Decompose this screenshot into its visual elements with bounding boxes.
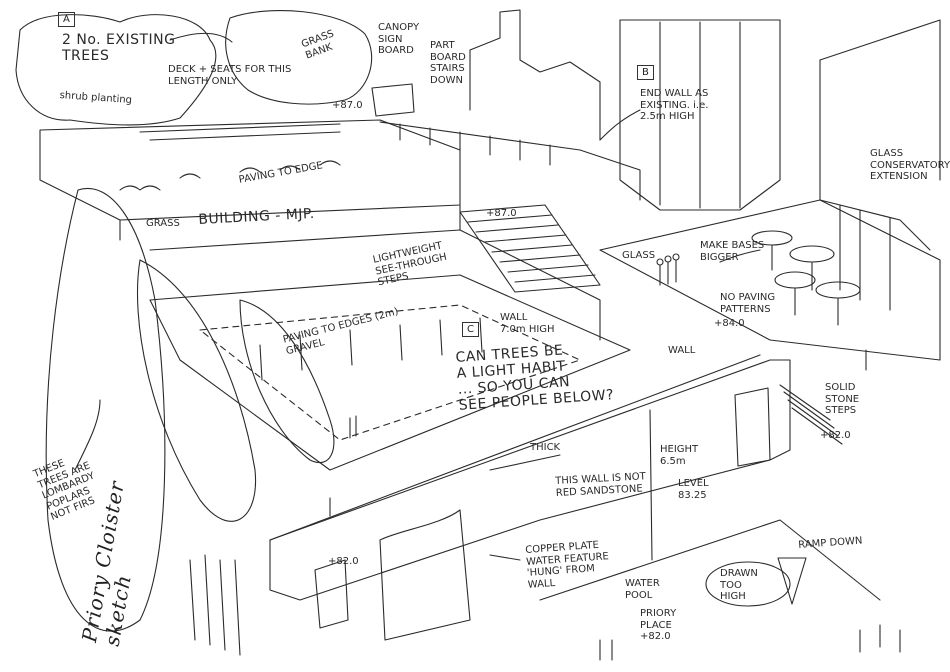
note-wall: WALL (668, 345, 696, 356)
canopy-sign (372, 84, 414, 116)
note-level-87-top: +87.0 (332, 100, 363, 111)
walkway-railing-posts (400, 124, 550, 165)
note-height-65: HEIGHT 6.5m (660, 444, 699, 467)
poplar-tree-3 (240, 300, 334, 463)
note-no-paving: NO PAVING PATTERNS (720, 292, 776, 315)
drawn-too-high-circle (706, 562, 790, 606)
front-wall-top (270, 355, 760, 540)
upper-terrace-front (120, 205, 460, 240)
note-existing-trees: 2 No. EXISTING TREES (62, 32, 176, 65)
person-head-3 (673, 254, 679, 260)
pool-edge (540, 520, 880, 600)
right-plaza (600, 200, 940, 360)
note-solid-steps: SOLID STONE STEPS (825, 382, 860, 416)
leader-copper (490, 555, 520, 560)
note-canopy-sign: CANOPY SIGN BOARD (378, 22, 420, 56)
courtyard-tree-trunks (260, 318, 482, 380)
note-end-wall: END WALL AS EXISTING. i.e. 2.5m HIGH (640, 88, 709, 122)
note-priory-place: PRIORY PLACE +82.0 (640, 608, 677, 642)
courtyard-floor (150, 275, 630, 470)
ramp-down-arrow (778, 558, 806, 604)
left-hatched-wall (190, 555, 240, 655)
umbrella-2 (790, 246, 834, 262)
step-treads (468, 215, 595, 282)
upper-walkway-rail (380, 122, 640, 200)
note-wall-7: WALL 7.0m HIGH (500, 312, 555, 335)
note-copper-plate: COPPER PLATE WATER FEATURE 'HUNG' FROM W… (525, 539, 610, 591)
doorway (735, 388, 770, 466)
umbrella-poles (772, 245, 838, 325)
note-glass: GLASS (622, 250, 656, 261)
existing-tree-canopy-right (226, 11, 372, 105)
leader-make-bases (720, 250, 760, 262)
note-thick: THICK (530, 442, 561, 453)
umbrella-3 (775, 272, 815, 288)
conservatory-frame (820, 200, 930, 310)
note-glass-conservatory: GLASS CONSERVATORY EXTENSION (870, 148, 950, 182)
tag-b: B (637, 65, 654, 80)
note-level-84: +84.0 (714, 318, 745, 329)
note-can-trees: CAN TREES BE A LIGHT HABIT ... SO YOU CA… (455, 342, 615, 415)
tag-c: C (462, 322, 479, 337)
tower-right (620, 20, 780, 210)
planting-clumps (120, 161, 340, 190)
tag-a: A (58, 12, 75, 27)
height-dimension (650, 410, 652, 560)
note-grass: GRASS (146, 218, 180, 229)
see-through-steps (460, 205, 600, 292)
note-water-pool: WATER POOL (625, 578, 660, 601)
note-level-82-window: +82.0 (328, 556, 359, 567)
note-level-82-right: +82.0 (820, 430, 851, 441)
note-deck-seats: DECK + SEATS FOR THIS LENGTH ONLY (168, 64, 292, 87)
note-make-bases: MAKE BASES BIGGER (700, 240, 765, 263)
poplar-tree-1 (46, 188, 165, 631)
person-head-1 (657, 259, 663, 265)
courtyard-edge-dashed (200, 305, 580, 440)
thick-dimension (490, 455, 560, 470)
solid-steps (780, 385, 842, 444)
background-building-right (820, 20, 940, 200)
upper-terrace-outline (40, 120, 460, 220)
leader-existing-trees (170, 33, 232, 42)
deck-seats-row (140, 124, 340, 140)
background-building-gables (470, 10, 600, 140)
note-level-87-mid: +87.0 (486, 208, 517, 219)
note-drawn-too-high: DRAWN TOO HIGH (720, 568, 758, 602)
leader-lombardy (75, 400, 100, 470)
existing-tree-canopy-left (16, 15, 216, 125)
umbrella-4 (816, 282, 860, 298)
poplar-tree-2 (138, 260, 256, 521)
note-part-stairs: PART BOARD STAIRS DOWN (430, 40, 466, 86)
courtyard-back-wall (150, 230, 600, 340)
person-head-2 (665, 256, 671, 262)
leader-end-wall (600, 110, 640, 140)
note-not-red-sandstone: THIS WALL IS NOT RED SANDSTONE (555, 471, 646, 499)
window-niche (315, 560, 348, 628)
front-wall-opening (380, 510, 470, 640)
note-level-8325: LEVEL 83.25 (678, 478, 709, 501)
people-figures (330, 260, 900, 660)
